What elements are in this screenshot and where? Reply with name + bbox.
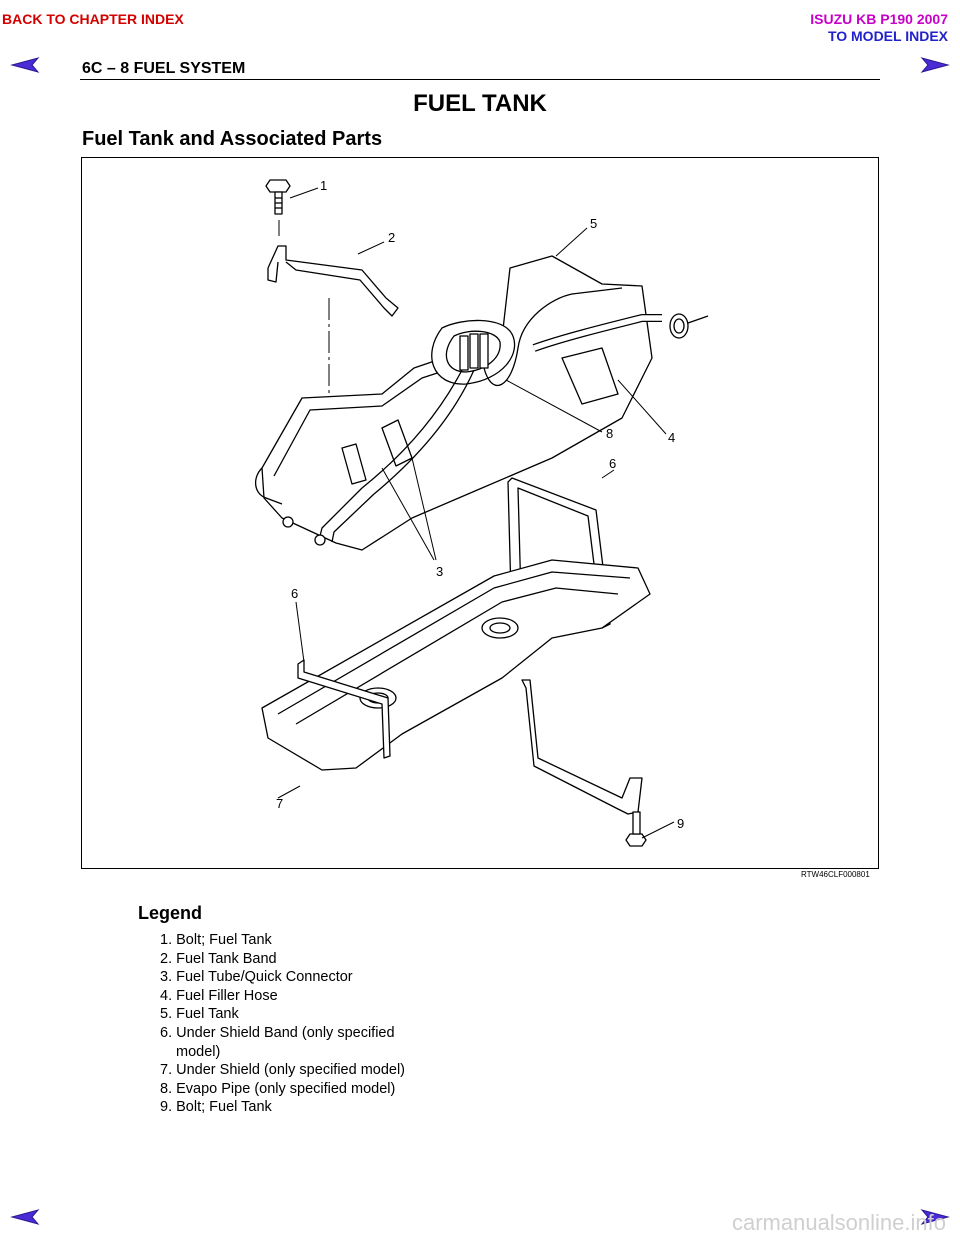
legend-item: 9. Bolt; Fuel Tank	[160, 1099, 272, 1116]
legend-list: 1. Bolt; Fuel Tank 2. Fuel Tank Band 3. …	[160, 931, 430, 1117]
model-name: ISUZU KB P190 2007	[810, 11, 948, 27]
previous-page-arrow-icon[interactable]	[10, 56, 40, 74]
callout-6-upper: 6	[609, 456, 616, 471]
previous-page-bottom-arrow-icon[interactable]	[10, 1208, 40, 1226]
bolt-1-drawing	[265, 179, 291, 236]
callout-5: 5	[590, 216, 597, 231]
legend-item: 5. Fuel Tank	[160, 1006, 239, 1023]
callout-1: 1	[320, 178, 327, 193]
legend-item: 2. Fuel Tank Band	[160, 950, 277, 967]
legend-title: Legend	[138, 903, 203, 923]
callout-9: 9	[677, 816, 684, 831]
callout-8: 8	[606, 426, 613, 441]
callout-7: 7	[276, 796, 283, 811]
callout-3: 3	[436, 564, 443, 579]
diagram-drawing: 1 2 5 8 4 6 3 6 7 9	[255, 178, 709, 847]
figure-code: RTW46CLF000801	[801, 870, 870, 879]
section-header: 6C – 8 FUEL SYSTEM	[82, 60, 246, 77]
legend-item: 3. Fuel Tube/Quick Connector	[160, 969, 353, 986]
fuel-tank-exploded-diagram: 1 2 5 8 4 6 3 6 7 9	[81, 157, 879, 869]
back-to-chapter-index-link[interactable]: BACK TO CHAPTER INDEX	[2, 11, 184, 27]
legend-item: 8. Evapo Pipe (only specified model)	[160, 1080, 396, 1097]
callout-2: 2	[388, 230, 395, 245]
legend-item: 4. Fuel Filler Hose	[160, 987, 278, 1004]
legend-item: 1. Bolt; Fuel Tank	[160, 932, 272, 948]
next-page-arrow-icon[interactable]	[920, 56, 950, 74]
watermark: carmanualsonline.info	[731, 1210, 946, 1235]
model-header: ISUZU KB P190 2007 TO MODEL INDEX	[810, 11, 948, 45]
page-title: FUEL TANK	[413, 90, 547, 117]
callout-4: 4	[668, 430, 675, 445]
legend-item: 6. Under Shield Band (only specified mod…	[160, 1024, 395, 1060]
callout-6-lower: 6	[291, 586, 298, 601]
next-page-bottom-arrow-icon[interactable]	[920, 1208, 950, 1226]
header-divider	[80, 79, 880, 80]
to-model-index-link[interactable]: TO MODEL INDEX	[827, 28, 948, 44]
section-subtitle: Fuel Tank and Associated Parts	[82, 128, 383, 150]
legend-item: 7. Under Shield (only specified model)	[160, 1062, 406, 1079]
